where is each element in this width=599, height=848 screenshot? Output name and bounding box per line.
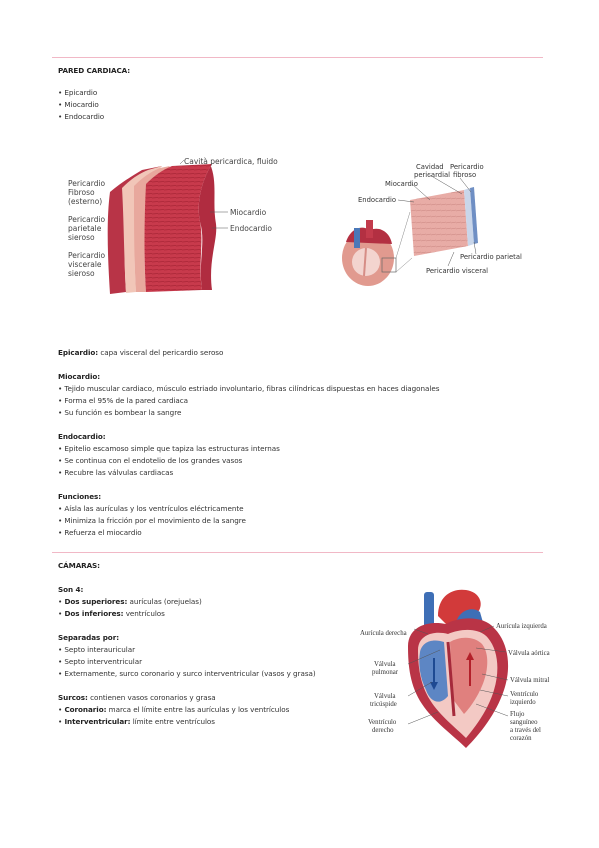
wall-label-fibroso: (esterno) xyxy=(68,197,102,206)
wall-label-fibroso: Fibroso xyxy=(68,188,95,197)
heart-label-auricula-derecha: Aurícula derecha xyxy=(360,630,407,637)
inferiores-line: • Dos inferiores: ventrículos xyxy=(58,609,165,618)
endocardio-heading: Endocardio: xyxy=(58,432,106,441)
zoom-label-miocardio: Miocardio xyxy=(385,180,418,188)
heart-label-valvula-aortica: Válvula aórtica xyxy=(508,650,550,657)
section-divider xyxy=(52,57,543,58)
list-item: • Aísla las aurículas y los ventrículos … xyxy=(58,504,244,513)
wall-label-fibroso: Pericardio xyxy=(68,179,106,188)
heart-chambers-figure: Aurícula derecha Aurícula izquierda Válv… xyxy=(360,589,550,748)
list-item: • Tejido muscular cardiaco, músculo estr… xyxy=(58,384,440,393)
heart-wall-figure: Cavità pericardica, fluido Pericardio Fi… xyxy=(68,157,278,294)
section-divider xyxy=(52,552,543,553)
list-item: • Forma el 95% de la pared cardiaca xyxy=(58,396,189,405)
heart-label-valvula-pulmonar: Válvula xyxy=(374,661,396,668)
list-item: • Se continua con el endotelio de los gr… xyxy=(58,456,243,465)
layer-item: • Epicardio xyxy=(58,88,98,97)
heart-label-auricula-izquierda: Aurícula izquierda xyxy=(496,623,547,630)
list-item: • Epitelio escamoso simple que tapiza la… xyxy=(58,444,280,453)
layer-item: • Endocardio xyxy=(58,112,105,121)
list-item: • Externamente, surco coronario y surco … xyxy=(58,669,316,678)
zoom-label-fibroso: fibroso xyxy=(453,171,476,179)
heart-label-valvula-mitral: Válvula mitral xyxy=(510,677,550,684)
zoom-label-cavidad: Cavidad xyxy=(416,163,444,171)
heart-label-flujo: sanguíneo xyxy=(510,719,538,726)
zoom-label-fibroso: Pericardio xyxy=(450,163,484,171)
heart-label-ventriculo-izquierdo: Ventrículo xyxy=(510,691,539,698)
wall-label-top: Cavità pericardica, fluido xyxy=(184,157,278,166)
heart-label-flujo: corazón xyxy=(510,735,532,742)
epicardio-label: Epicardio: xyxy=(58,348,99,357)
wall-label-endocardio: Endocardio xyxy=(230,224,272,233)
list-item: • Recubre las válvulas cardiacas xyxy=(58,468,174,477)
heart-label-valvula-tricuspide: tricúspide xyxy=(370,701,397,708)
list-item: • Refuerza el miocardio xyxy=(58,528,142,537)
heart-label-ventriculo-izquierdo: izquierdo xyxy=(510,699,536,706)
layer-item: • Miocardio xyxy=(58,100,99,109)
heart-label-ventriculo-derecho: derecho xyxy=(372,727,394,734)
miocardio-heading: Miocardio: xyxy=(58,372,101,381)
interventricular-line: • Interventricular: límite entre ventríc… xyxy=(58,717,215,726)
list-item: • Su función es bombear la sangre xyxy=(58,408,182,417)
list-item: • Septo interventricular xyxy=(58,657,142,666)
coronario-line: • Coronario: marca el límite entre las a… xyxy=(58,705,290,714)
surcos-line: Surcos: contienen vasos coronarios y gra… xyxy=(58,693,216,702)
wall-label-parietale: parietale xyxy=(68,224,102,233)
heart-label-flujo: Flujo xyxy=(510,711,525,718)
heart-label-ventriculo-derecho: Ventrículo xyxy=(368,719,397,726)
separadas-heading: Separadas por: xyxy=(58,633,120,642)
zoom-label-endocardio: Endocardio xyxy=(358,196,396,204)
wall-label-parietale: Pericardio xyxy=(68,215,106,224)
wall-label-viscerale: Pericardio xyxy=(68,251,106,260)
zoom-label-parietal: Pericardio parietal xyxy=(460,253,522,261)
wall-label-viscerale: viscerale xyxy=(68,260,102,269)
wall-label-parietale: sieroso xyxy=(68,233,95,242)
heart-label-valvula-pulmonar: pulmonar xyxy=(372,669,399,676)
son-heading: Son 4: xyxy=(58,585,84,594)
list-item: • Minimiza la fricción por el movimiento… xyxy=(58,516,246,525)
wall-label-viscerale: sieroso xyxy=(68,269,95,278)
zoom-label-visceral: Pericardio visceral xyxy=(426,267,488,275)
heart-label-flujo: a través del xyxy=(510,727,541,734)
epicardio-line: Epicardio: capa visceral del pericardio … xyxy=(58,347,223,359)
zoom-label-cavidad: pericardial xyxy=(414,171,450,179)
superiores-line: • Dos superiores: aurículas (orejuelas) xyxy=(58,597,202,606)
section-title-pared: PARED CARDIACA: xyxy=(58,66,131,75)
heart-label-valvula-tricuspide: Válvula xyxy=(374,693,396,700)
list-item: • Septo interauricular xyxy=(58,645,135,654)
heart-zoom-figure: Cavidad pericardial Pericardio fibroso M… xyxy=(342,163,522,286)
epicardio-text: capa visceral del pericardio seroso xyxy=(98,348,224,357)
section-title-camaras: CÁMARAS: xyxy=(58,561,100,570)
wall-label-miocardio: Miocardio xyxy=(230,208,267,217)
funciones-heading: Funciones: xyxy=(58,492,102,501)
